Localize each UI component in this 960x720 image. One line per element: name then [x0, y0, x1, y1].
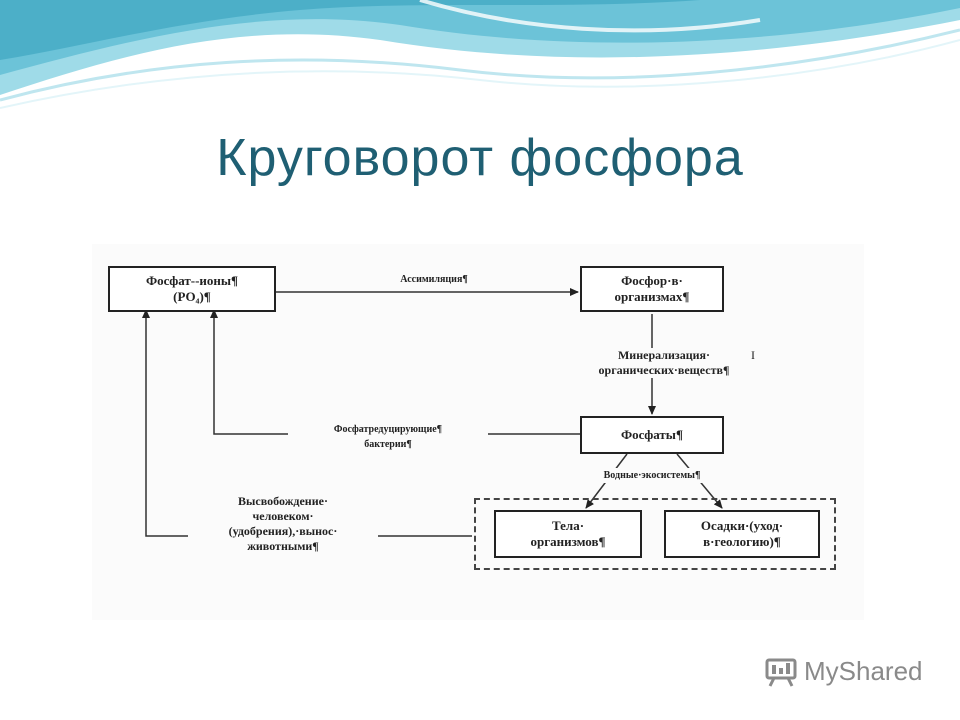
watermark-text: MyShared	[804, 655, 923, 686]
slide-title: Круговорот фосфора	[216, 129, 744, 187]
label-aquatic-ecosystems: Водные·экосистемы¶	[562, 468, 742, 483]
node-bodies-of-organisms: Тела· организмов¶	[494, 510, 642, 558]
label-cursor-mark: I	[751, 348, 755, 362]
label-reducing-bacteria: Фосфатредуцирующие¶ бактерии¶	[288, 422, 488, 452]
presentation-board-icon	[765, 658, 797, 687]
header-wave-decoration	[0, 0, 960, 109]
node-phosphate-ions: Фосфат‑‑ионы¶ (PO₄)¶	[108, 266, 276, 312]
ecosystem-group-frame	[474, 498, 836, 570]
arrow-reducing-bacteria	[210, 309, 580, 435]
label-assimilation: Ассимиляция¶	[400, 274, 468, 285]
mysahred-watermark: MyShared	[764, 654, 923, 688]
node-phosphates: Фосфаты¶	[580, 416, 724, 454]
label-mineralization: Минерализация· органических·веществ¶	[548, 348, 780, 378]
node-sediments: Осадки·(уход· в·геологию)¶	[664, 510, 820, 558]
phosphorus-cycle-diagram: Фосфат‑‑ионы¶ (PO₄)¶ Фосфор·в· организма…	[92, 244, 864, 620]
label-release: Высвобождение· человеком· (удобрения),·в…	[188, 494, 378, 554]
node-phosphorus-in-organisms: Фосфор·в· организмах¶	[580, 266, 724, 312]
